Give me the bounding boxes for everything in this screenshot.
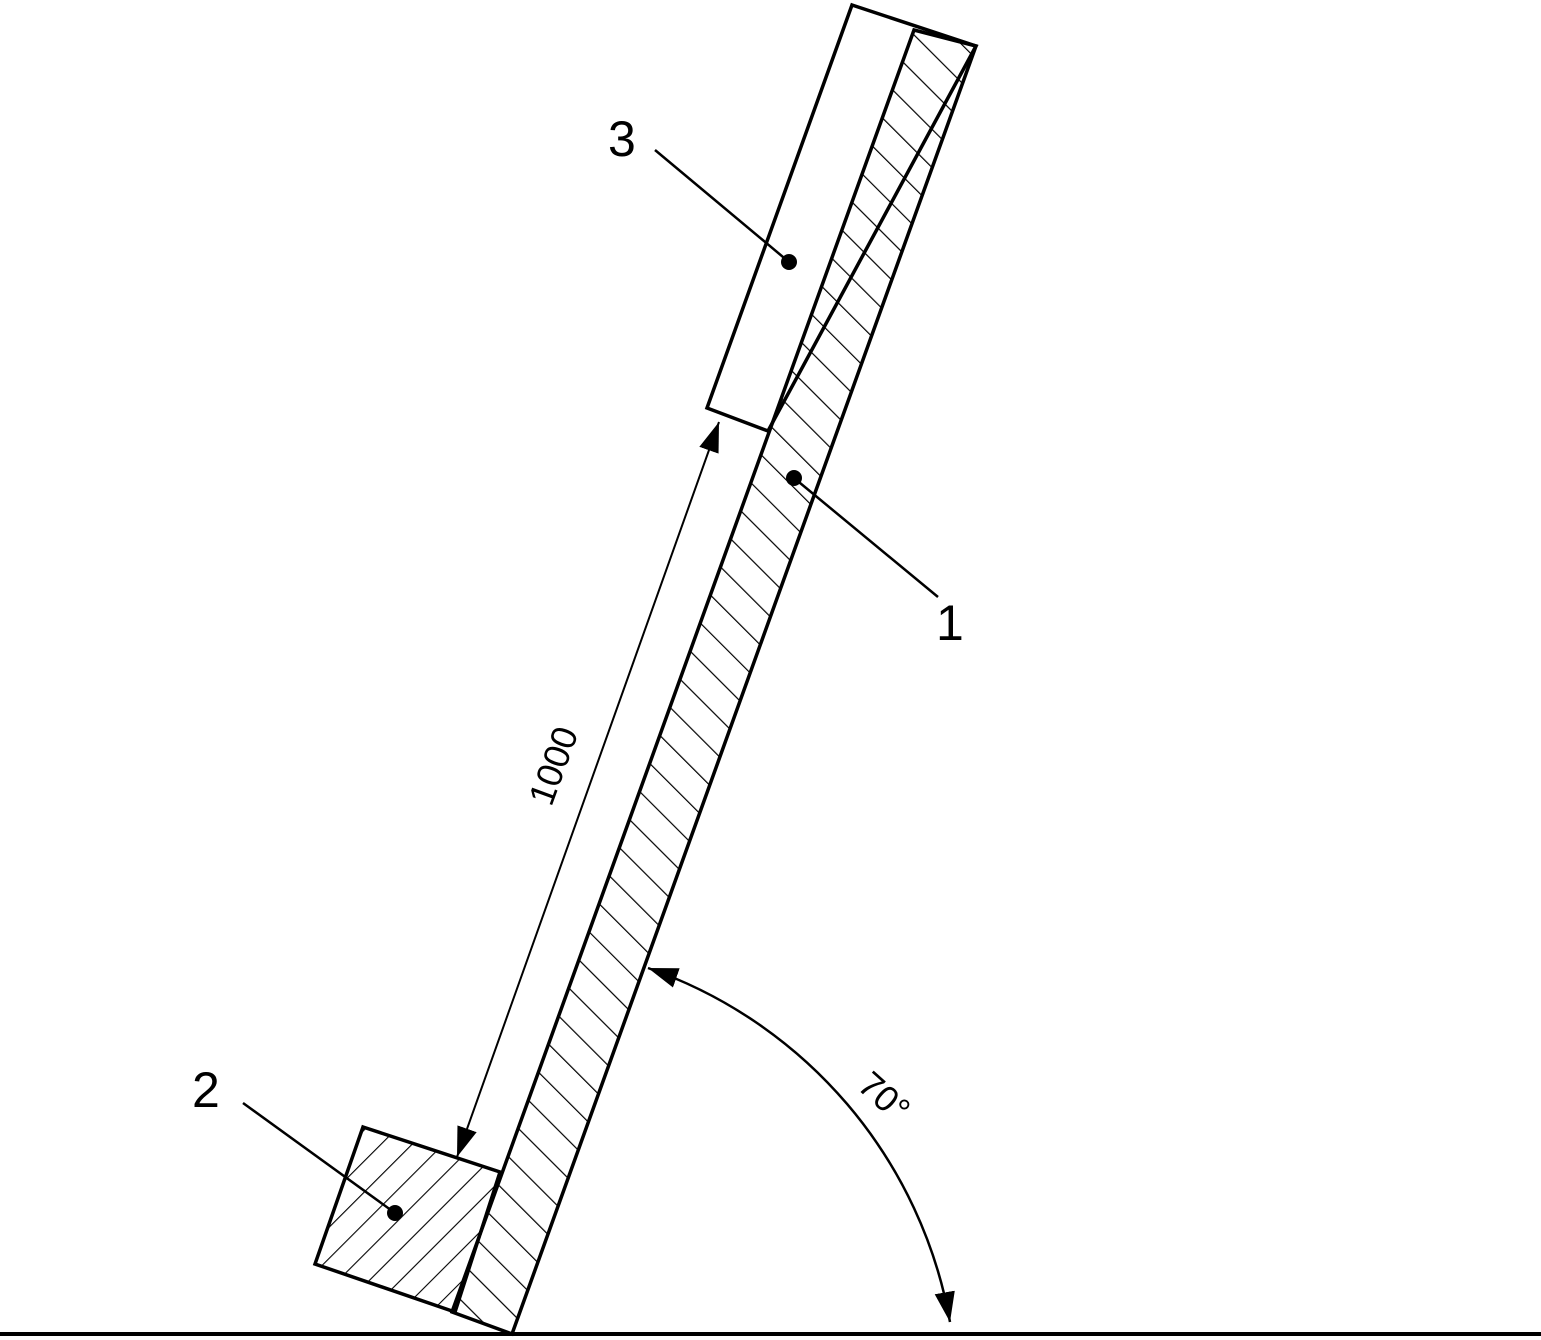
label-part-3: 3 [608, 111, 636, 167]
label-part-2: 2 [192, 1062, 220, 1118]
angle-dimension-arc [647, 966, 955, 1323]
part-1-beam [449, 27, 979, 1337]
leader-dot-2 [387, 1205, 403, 1221]
part-2-block [312, 1124, 503, 1315]
leader-line-1 [793, 477, 939, 598]
leader-dot-1 [786, 470, 802, 486]
length-dimension-line [456, 421, 720, 1158]
leader-line-3 [654, 149, 790, 263]
label-part-1: 1 [936, 595, 964, 651]
leader-line-2 [242, 1101, 396, 1215]
leader-dot-3 [781, 254, 797, 270]
length-dimension-text: 1000 [520, 721, 586, 810]
